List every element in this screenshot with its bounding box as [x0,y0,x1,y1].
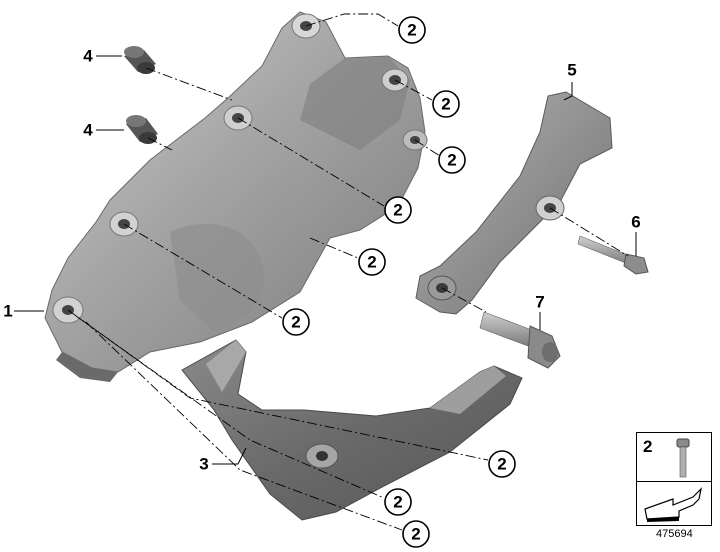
callout: 2 [384,196,412,224]
guard-part [181,339,523,521]
callout: 2 [398,16,426,44]
position-label: 4 [83,47,93,66]
svg-text:2: 2 [393,493,402,512]
svg-text:2: 2 [411,525,420,544]
svg-text:2: 2 [407,21,416,40]
position-label: 5 [567,61,576,80]
legend-box: 2 [636,432,712,526]
rubber-buffer-lower [126,115,158,144]
arrow-icon [644,487,702,522]
diagram-id: 475694 [656,528,693,540]
socket-screw-part [479,311,561,369]
callout: 2 [488,450,516,478]
legend-divider [637,481,711,482]
position-label: 6 [631,213,640,232]
svg-text:2: 2 [291,313,300,332]
screw-icon [676,438,690,478]
hex-bolt-part [577,235,649,275]
callout: 2 [282,308,310,336]
callout: 2 [384,488,412,516]
leader-lines [14,55,637,465]
callout: 2 [432,90,460,118]
position-labels: 1 3 4 4 5 6 7 [3,47,640,474]
svg-text:2: 2 [447,151,456,170]
callout: 2 [358,248,386,276]
position-label: 7 [535,293,544,312]
bracket-part [415,91,613,315]
position-label: 3 [199,455,208,474]
legend-number: 2 [643,437,653,456]
callout: 2 [438,146,466,174]
position-label: 1 [3,302,12,321]
callouts: 2 2 2 2 2 2 2 2 2 [282,16,516,548]
callout: 2 [402,520,430,548]
position-label: 4 [83,121,93,140]
svg-text:2: 2 [441,95,450,114]
svg-text:2: 2 [393,201,402,220]
svg-text:2: 2 [497,455,506,474]
svg-text:2: 2 [367,253,376,272]
reference-lines [67,13,629,531]
